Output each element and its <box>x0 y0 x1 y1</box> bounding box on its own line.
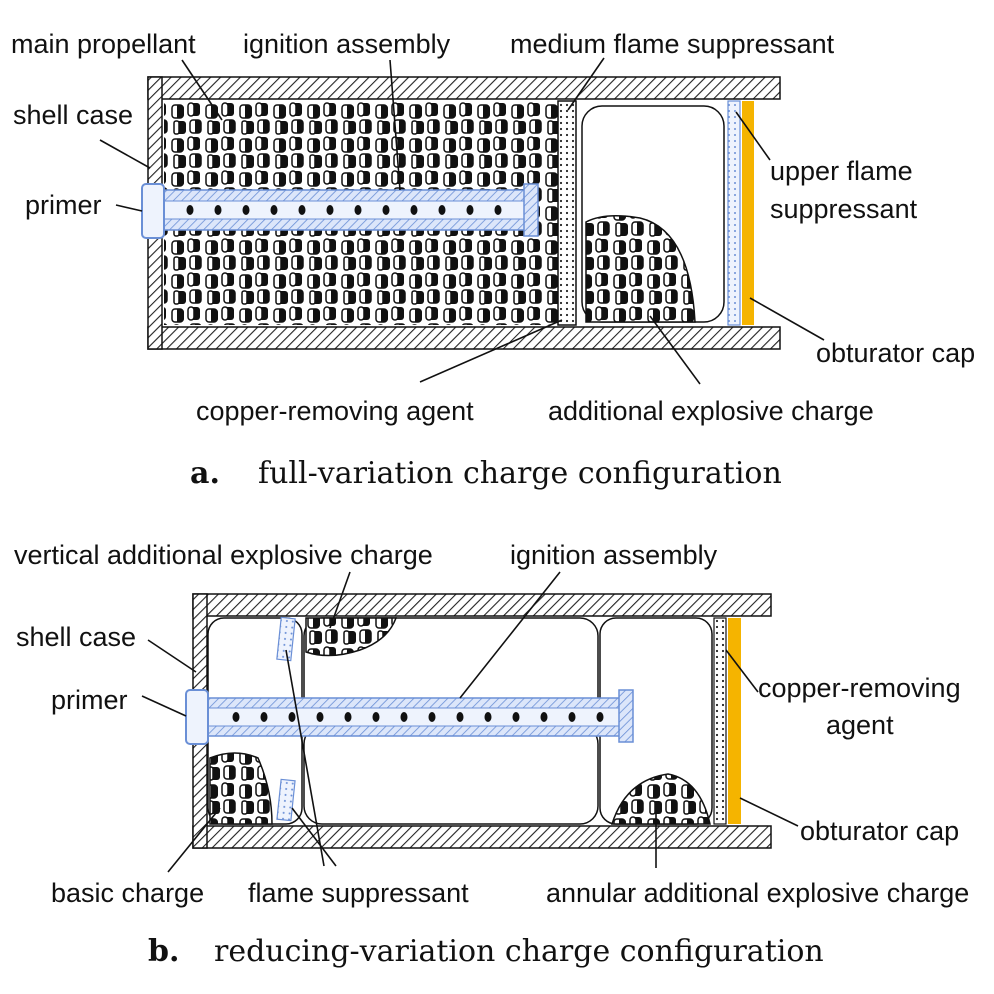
panel-b: vertical additional explosive charge ign… <box>14 540 969 969</box>
shell-case-top-wall-b <box>192 593 772 617</box>
label-upper-flame-1: upper flame <box>770 156 913 186</box>
label-obturator-cap-b: obturator cap <box>800 816 959 846</box>
label-basic-charge: basic charge <box>51 878 204 908</box>
additional-explosive-charge-bag <box>585 215 696 323</box>
label-flame-suppressant: flame suppressant <box>248 878 469 908</box>
label-primer-a: primer <box>25 190 102 220</box>
primer-a <box>141 183 165 239</box>
caption-letter-a: a. <box>190 456 220 491</box>
obturator-cap-b <box>728 618 741 824</box>
flame-suppressant-strip-bottom <box>276 778 296 822</box>
copper-removing-agent-strip <box>713 617 727 825</box>
label-shell-case-b: shell case <box>16 622 136 652</box>
label-medium-flame-suppressant: medium flame suppressant <box>510 29 835 59</box>
label-ignition-assembly-b: ignition assembly <box>510 540 718 570</box>
vertical-additional-charge-bag <box>305 617 398 657</box>
label-copper-removing-2: agent <box>826 710 894 740</box>
panel-a: main propellant ignition assembly medium… <box>11 29 975 491</box>
chamber-b-mid-bottom <box>303 725 599 825</box>
leaders-b <box>141 571 799 873</box>
label-ignition-assembly-a: ignition assembly <box>243 29 451 59</box>
shell-case-bottom-wall <box>147 326 781 350</box>
label-vertical-additional-explosive-charge: vertical additional explosive charge <box>14 540 433 570</box>
label-copper-removing-agent-a: copper-removing agent <box>196 396 474 426</box>
flame-suppressant-strip-top <box>276 616 296 662</box>
primer-b <box>185 689 209 745</box>
label-copper-removing-1: copper-removing <box>758 673 961 703</box>
basic-charge-bag <box>209 752 273 825</box>
caption-text-b: reducing-variation charge configuration <box>214 934 824 969</box>
label-annular-additional-explosive-charge: annular additional explosive charge <box>546 878 969 908</box>
label-upper-flame-2: suppressant <box>770 194 918 224</box>
shell-case-bottom-wall-b <box>192 825 772 849</box>
label-additional-explosive-charge: additional explosive charge <box>548 396 874 426</box>
leaders-a <box>99 57 825 385</box>
obturator-cap-a <box>742 101 754 325</box>
label-main-propellant: main propellant <box>11 29 196 59</box>
ignition-holes-b <box>232 712 604 722</box>
ignition-holes-a <box>186 205 502 215</box>
ignition-end-cap-b <box>618 689 634 743</box>
upper-flame-suppressant <box>727 100 741 326</box>
ignition-end-cap-a <box>523 183 539 237</box>
label-primer-b: primer <box>51 685 128 715</box>
label-obturator-cap-a: obturator cap <box>816 338 975 368</box>
ignition-tube-core-b <box>204 707 624 727</box>
label-shell-case-a: shell case <box>13 100 133 130</box>
medium-flame-suppressant <box>557 100 577 326</box>
caption-letter-b: b. <box>148 934 179 969</box>
annular-additional-charge-bag <box>610 773 711 825</box>
shell-case-top-wall <box>147 76 781 100</box>
caption-text-a: full-variation charge configuration <box>258 456 782 491</box>
